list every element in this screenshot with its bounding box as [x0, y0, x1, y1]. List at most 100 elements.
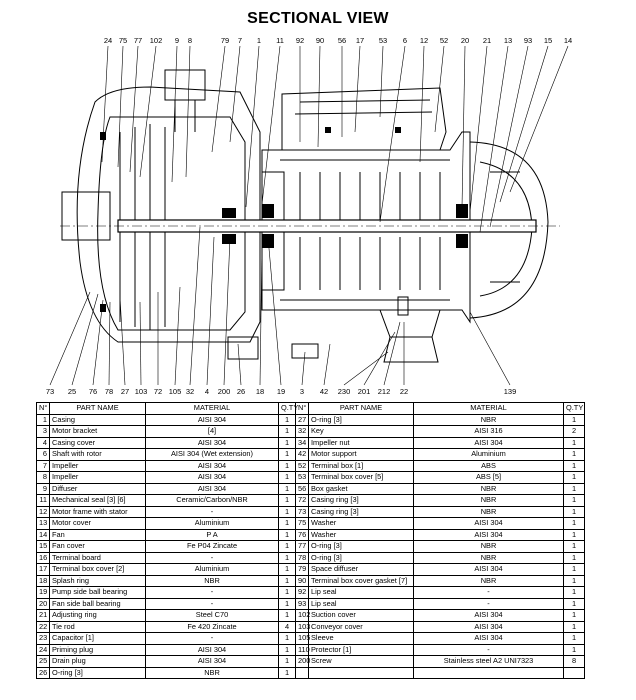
leader-line — [343, 351, 389, 386]
part-material: NBR — [145, 666, 279, 679]
mechanical-seal — [222, 208, 236, 218]
part-material: NBR — [413, 540, 564, 553]
part-name: Mechanical seal [3] [6] — [49, 494, 146, 507]
part-material: Fe 420 Zincate — [145, 620, 279, 633]
part-number: 3 — [36, 425, 50, 438]
callout-number: 212 — [378, 387, 391, 396]
part-number: 18 — [36, 574, 50, 587]
part-qty: 1 — [563, 459, 585, 472]
leader-line — [229, 45, 241, 143]
part-material: - — [145, 586, 279, 599]
part-material: NBR — [413, 505, 564, 518]
part-name: Suction cover — [308, 609, 414, 622]
part-name: Lip seal — [308, 597, 414, 610]
part-qty: 1 — [278, 655, 296, 668]
callout-number: 22 — [400, 387, 408, 396]
part-name: Washer — [308, 528, 414, 541]
part-number: 53 — [295, 471, 309, 484]
leader-line — [259, 243, 263, 386]
part-number: 9 — [36, 482, 50, 495]
part-number: 79 — [295, 563, 309, 576]
part-name: Fan — [49, 528, 146, 541]
part-name: Motor support — [308, 448, 414, 461]
part-number: 102 — [295, 609, 310, 622]
part-name: Splash ring — [49, 574, 146, 587]
leader-line — [139, 45, 157, 178]
part-name: Impeller — [49, 459, 146, 472]
part-material: - — [145, 505, 279, 518]
part-material: AISI 304 — [413, 517, 564, 530]
part-qty: 2 — [563, 425, 585, 438]
leader-line — [237, 343, 242, 386]
part-number: 75 — [295, 517, 309, 530]
part-name: Terminal box cover [2] — [49, 563, 146, 576]
callout-number: 230 — [338, 387, 351, 396]
part-number: 24 — [36, 643, 50, 656]
part-number: 42 — [295, 448, 309, 461]
part-material: [4] — [145, 425, 279, 438]
part-number: 13 — [36, 517, 50, 530]
part-name: Conveyor cover — [308, 620, 414, 633]
part-qty: 1 — [563, 643, 585, 656]
part-material: Aluminium — [413, 448, 564, 461]
callout-number: 79 — [221, 36, 229, 45]
part-name: Protector [1] — [308, 643, 414, 656]
leader-line — [119, 296, 126, 386]
part-number: 21 — [36, 609, 50, 622]
part-name: Terminal box cover [5] — [308, 471, 414, 484]
part-number: 77 — [295, 540, 309, 553]
part-material: AISI 304 — [413, 563, 564, 576]
leader-line — [211, 45, 226, 153]
leader-line — [206, 236, 215, 386]
part-qty: 1 — [563, 551, 585, 564]
leader-line — [479, 45, 509, 233]
callout-number: 75 — [119, 36, 127, 45]
callout-number: 78 — [105, 387, 113, 396]
part-material: - — [145, 597, 279, 610]
header-part-name: PART NAME — [49, 402, 146, 415]
callout-number: 4 — [205, 387, 209, 396]
part-number: 73 — [295, 505, 309, 518]
part-name: Terminal box cover gasket [7] — [308, 574, 414, 587]
part-number: 8 — [36, 471, 50, 484]
part-number: 78 — [295, 551, 309, 564]
part-material: Ceramic/Carbon/NBR — [145, 494, 279, 507]
part-number: 76 — [295, 528, 309, 541]
leader-line — [469, 45, 488, 213]
callout-number: 53 — [379, 36, 387, 45]
header-no: N° — [295, 402, 309, 415]
part-qty: 1 — [563, 574, 585, 587]
part-qty: 1 — [563, 620, 585, 633]
part-qty: 1 — [563, 597, 585, 610]
part-material: AISI 304 — [145, 436, 279, 449]
part-number: 22 — [36, 620, 50, 633]
part-qty: 1 — [278, 413, 296, 426]
part-material: P A — [145, 528, 279, 541]
part-qty: 1 — [563, 586, 585, 599]
callout-number: 18 — [256, 387, 264, 396]
callout-number: 3 — [300, 387, 304, 396]
callout-number: 77 — [134, 36, 142, 45]
part-name: Box gasket — [308, 482, 414, 495]
callout-number: 11 — [276, 36, 284, 45]
callout-number: 24 — [104, 36, 112, 45]
callout-number: 105 — [169, 387, 182, 396]
part-number: 56 — [295, 482, 309, 495]
callout-number: 102 — [150, 36, 163, 45]
part-number: 26 — [36, 666, 50, 679]
callout-number: 17 — [356, 36, 364, 45]
part-qty: 1 — [278, 448, 296, 461]
leader-line — [129, 45, 139, 173]
leader-line — [363, 331, 396, 386]
part-name: Impeller — [49, 471, 146, 484]
leader-line — [509, 45, 569, 193]
part-number: 90 — [295, 574, 309, 587]
